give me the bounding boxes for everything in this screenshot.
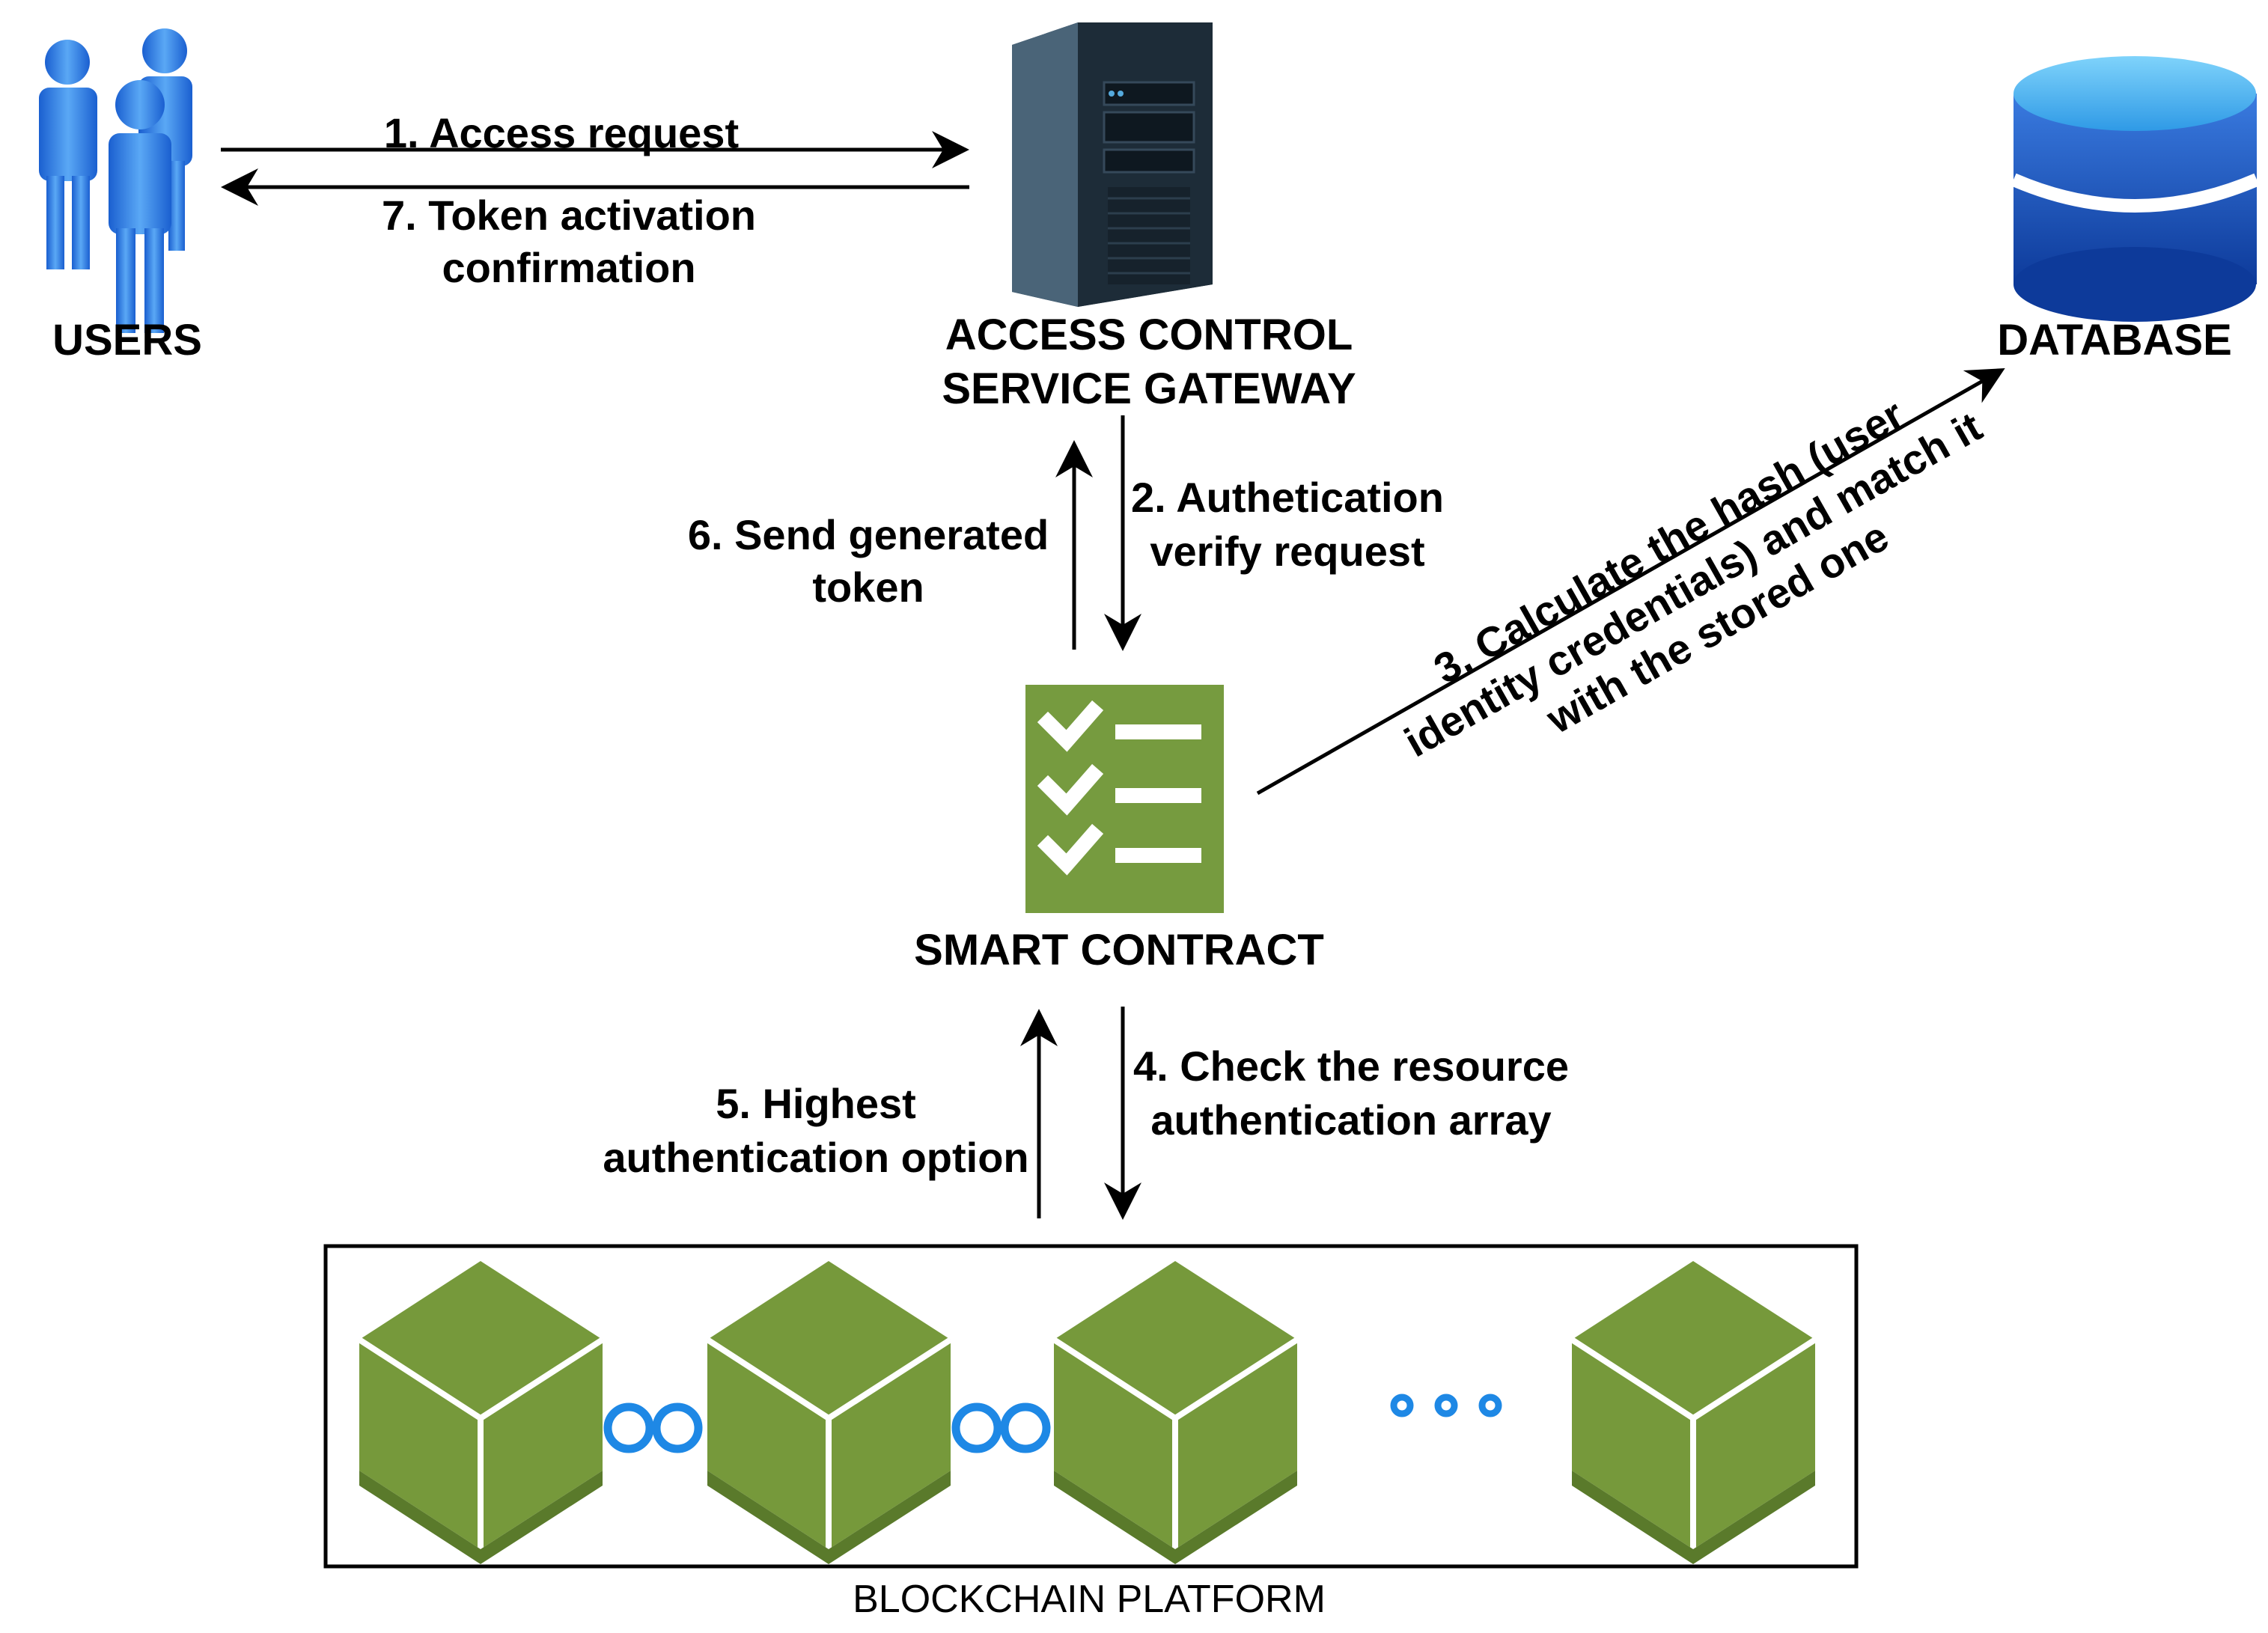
- chain-link-icon: [951, 1402, 1051, 1453]
- blockchain-frame: [323, 1244, 1859, 1569]
- step-7-label-line1: 7. Token activation: [382, 192, 756, 239]
- step-6-label-line1: 6. Send generated: [687, 511, 1049, 558]
- users-label: USERS: [52, 316, 202, 364]
- block-icon: [1052, 1261, 1299, 1564]
- arrows: [221, 131, 2005, 1220]
- users-icon: [39, 28, 192, 333]
- step-4-label-line1: 4. Check the resource: [1133, 1043, 1570, 1090]
- step-5-label-line1: 5. Highest: [716, 1080, 916, 1127]
- step-2-label-line1: 2. Authetication: [1131, 474, 1444, 521]
- checklist-icon: [1025, 685, 1224, 913]
- gateway-label-line2: SERVICE GATEWAY: [942, 364, 1356, 413]
- step-7-label-line2: confirmation: [442, 244, 696, 291]
- database-label: DATABASE: [1997, 316, 2232, 364]
- block-icon: [705, 1261, 953, 1564]
- database-icon: [2011, 56, 2260, 322]
- step-6-label-line2: token: [812, 564, 924, 611]
- block-icon: [357, 1261, 605, 1564]
- smart-contract-label: SMART CONTRACT: [914, 926, 1324, 974]
- ellipsis-icon: [1390, 1394, 1502, 1417]
- step-2-label-line2: verify request: [1150, 528, 1425, 575]
- blockchain-label: BLOCKCHAIN PLATFORM: [853, 1578, 1326, 1621]
- gateway-label-line1: ACCESS CONTROL: [945, 311, 1353, 359]
- step-4-label-line2: authentication array: [1150, 1096, 1552, 1144]
- block-icon: [1570, 1261, 1817, 1564]
- step-1-label: 1. Access request: [383, 109, 740, 156]
- chain-link-icon: [603, 1402, 703, 1453]
- server-icon: [1012, 22, 1213, 307]
- arrow-hash-check: [1256, 368, 2005, 796]
- step-5-label-line2: authentication option: [603, 1134, 1029, 1181]
